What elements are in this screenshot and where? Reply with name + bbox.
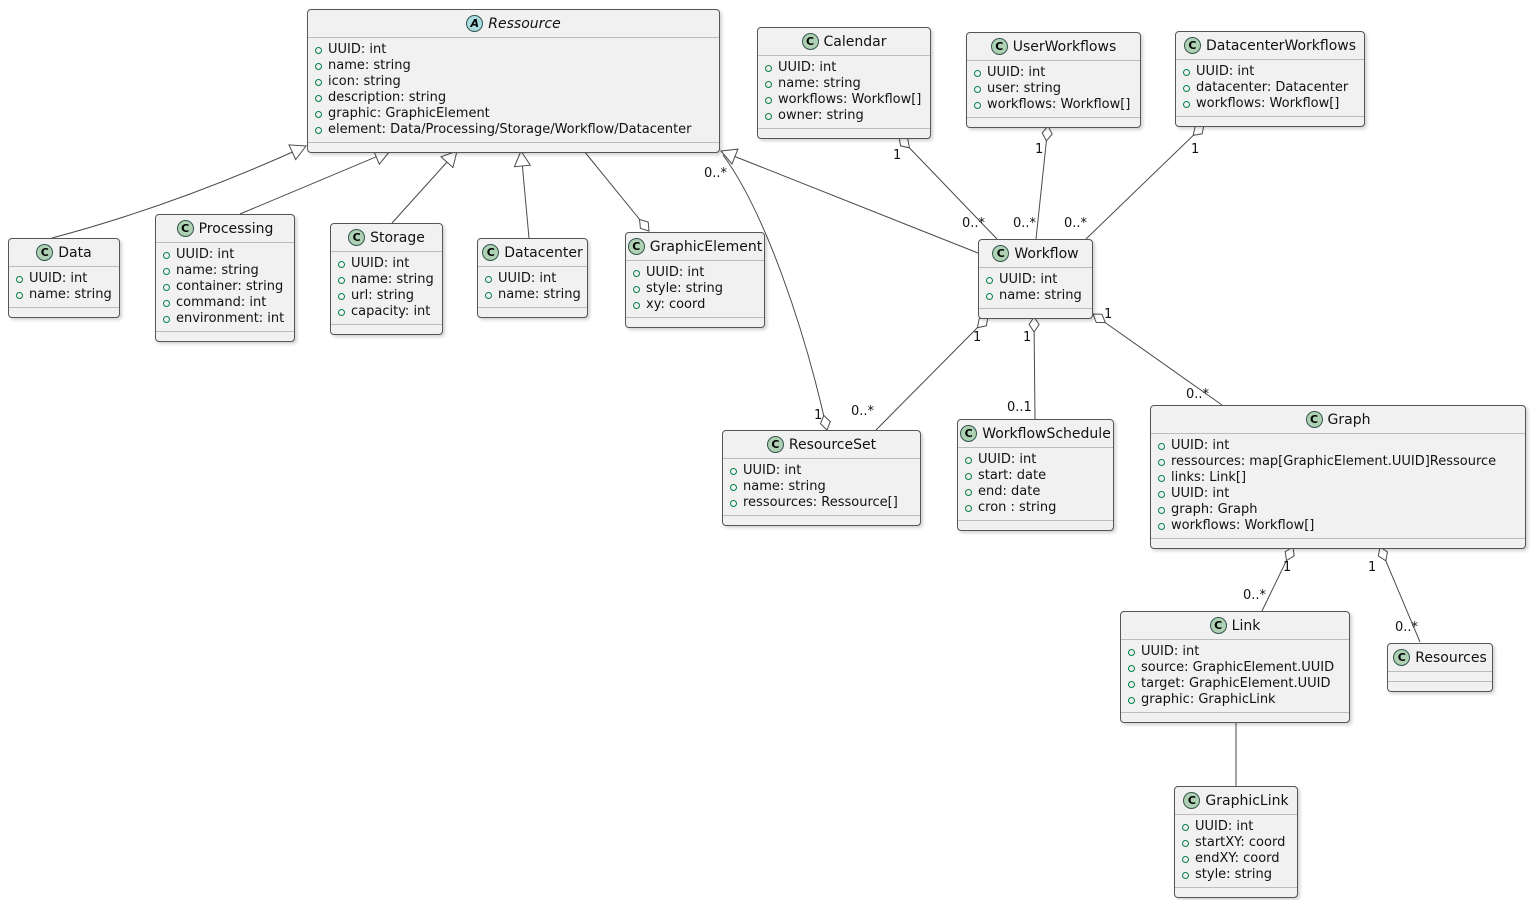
edge-workflow-graph [1092, 313, 1223, 406]
aggregation-diamond-icon [1028, 316, 1040, 333]
aggregation-diamond-icon [1041, 125, 1053, 142]
edge-workflow-extends-ressource [720, 150, 979, 254]
multiplicity-label: 1 [1368, 560, 1376, 575]
multiplicity-label: 1 [1191, 142, 1199, 157]
multiplicity-label: 1 [1283, 560, 1291, 575]
edge-workflow-workflowschedule [1033, 316, 1036, 420]
edge-ressource-graphicelement [583, 150, 650, 232]
aggregation-diamond-icon [976, 316, 989, 329]
edge-processing-extends-ressource [239, 150, 391, 215]
edge-workflow-resourceset [875, 316, 989, 431]
inheritance-triangle-icon [513, 149, 532, 168]
aggregation-diamond-icon [1092, 313, 1107, 324]
edge-storage-extends-ressource [391, 150, 458, 224]
multiplicity-label: 1 [1035, 142, 1043, 157]
inheritance-triangle-icon [720, 148, 739, 165]
aggregation-diamond-icon [1192, 124, 1205, 137]
multiplicity-label: 0..* [962, 216, 986, 231]
aggregation-diamond-icon [898, 136, 911, 149]
multiplicity-label: 0..1 [1007, 400, 1032, 415]
multiplicity-label: 1 [1023, 330, 1031, 345]
multiplicity-label: 0..* [704, 166, 728, 181]
multiplicity-label: 0..* [1186, 387, 1210, 402]
multiplicity-label: 0..* [1013, 216, 1037, 231]
inheritance-triangle-icon [440, 150, 458, 169]
multiplicity-label: 0..* [1064, 216, 1088, 231]
inheritance-triangle-icon [288, 144, 307, 161]
multiplicity-label: 0..* [1395, 620, 1419, 635]
multiplicity-label: 0..* [851, 404, 875, 419]
multiplicity-label: 1 [973, 330, 981, 345]
multiplicity-label: 0..* [1243, 588, 1267, 603]
multiplicity-label: 1 [893, 148, 901, 163]
edge-calendar-workflow [898, 136, 998, 240]
aggregation-diamond-icon [638, 218, 650, 232]
edge-data-extends-ressource [51, 145, 307, 239]
aggregation-diamond-icon [819, 414, 831, 431]
multiplicity-label: 1 [1104, 307, 1112, 322]
aggregation-diamond-icon [1377, 546, 1389, 562]
multiplicity-label: 1 [814, 408, 822, 423]
edge-datacenterworkflows-workflow [1085, 124, 1205, 240]
edge-graph-resources [1379, 546, 1421, 643]
edge-resourceset-ressource [722, 154, 828, 431]
edge-userworkflows-workflow [1035, 125, 1049, 240]
aggregation-diamond-icon [1284, 546, 1295, 562]
